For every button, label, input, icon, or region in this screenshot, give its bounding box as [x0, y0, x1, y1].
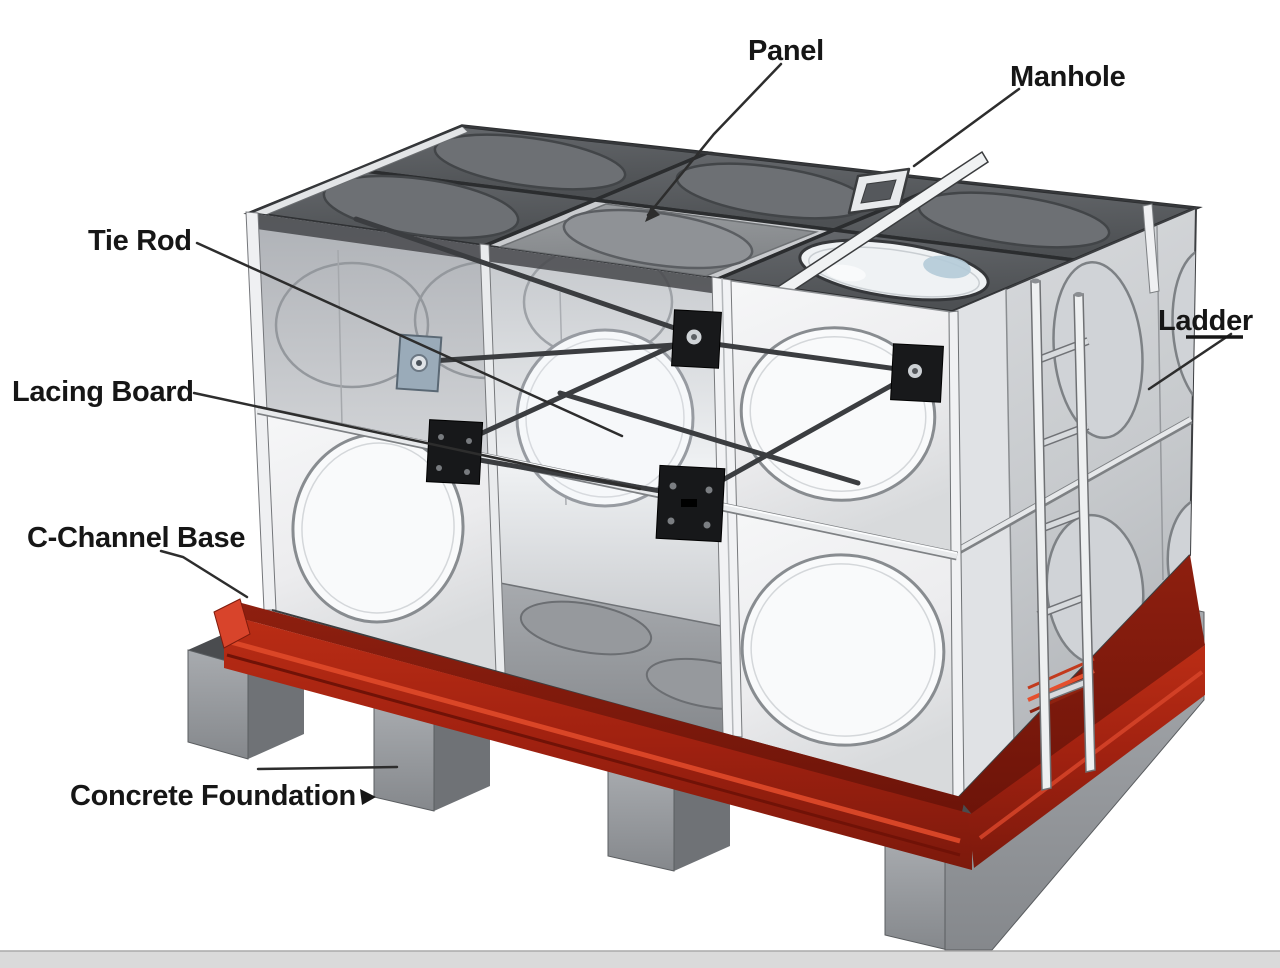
c-channel-front-top [224, 602, 965, 812]
right-face-corner-strip [952, 289, 1014, 798]
tie-rod-up [453, 335, 693, 448]
c-channel-leader-line [159, 549, 249, 599]
tie-rod-cross [557, 390, 861, 486]
ladder [1030, 278, 1096, 791]
manhole-annotation: Manhole [912, 61, 1126, 168]
tie-rod-down [459, 454, 687, 498]
tie-rods [353, 216, 915, 499]
c-channel-base [213, 555, 1205, 870]
tank-interior-cutaway [250, 213, 729, 737]
label-tie-rod: Tie Rod [88, 225, 192, 257]
tie-rod-leader-line [195, 241, 624, 438]
panel-arrowhead-icon [645, 206, 660, 222]
tie-rod-right-lower [691, 371, 915, 499]
interior-opening-left [250, 213, 492, 459]
bottom-bar [0, 950, 1280, 968]
tie-rod-annotation: Tie Rod [88, 225, 624, 438]
roof-back-right-post [1142, 203, 1160, 294]
c-channel-end-cap [213, 598, 251, 649]
interior-opening-middle [484, 246, 729, 737]
tie-rod-plates [395, 309, 944, 543]
tie-rod-right-upper [697, 339, 915, 374]
tank-right-face [950, 203, 1198, 801]
panel-annotation: Panel [645, 35, 824, 222]
label-ladder: Ladder [1158, 305, 1253, 337]
label-c-channel-base: C-Channel Base [27, 522, 245, 554]
label-concrete-foundation: Concrete Foundation [70, 780, 356, 812]
floor-panel-circle [519, 600, 653, 656]
tie-rod-diagonal [353, 216, 695, 337]
tie-rod-bolt-center [912, 368, 918, 374]
panel-leader-line [646, 62, 783, 217]
c-channel-annotation: C-Channel Base [27, 522, 249, 599]
label-lacing-board: Lacing Board [12, 376, 194, 408]
concrete-foundation-arrow-icon [360, 789, 376, 805]
label-manhole: Manhole [1010, 61, 1126, 93]
tie-rod-bolt-center [416, 360, 422, 366]
manhole-cover-handle-hole [860, 179, 897, 204]
concrete-foundation-annotation: Concrete Foundation [70, 765, 399, 812]
tie-rod-bolt-center [691, 334, 697, 340]
ladder-leader-line [1147, 332, 1233, 391]
lacing-board-annotation: Lacing Board [12, 376, 642, 491]
concrete-foundation-leader-line [256, 765, 399, 771]
front-panel-right-bottom [723, 507, 959, 799]
ladder-annotation: Ladder [1147, 305, 1253, 391]
lacing-board-leader-line [192, 391, 642, 491]
annotations: Panel Manhole Tie Rod Lacing Board C-Cha… [12, 35, 1253, 812]
floor-panel-circle [645, 657, 729, 711]
roof-panel-front-2 [477, 198, 841, 281]
label-panel: Panel [748, 35, 824, 67]
manhole-leader-line [912, 87, 1021, 168]
tie-rod-horizontal [413, 341, 693, 365]
